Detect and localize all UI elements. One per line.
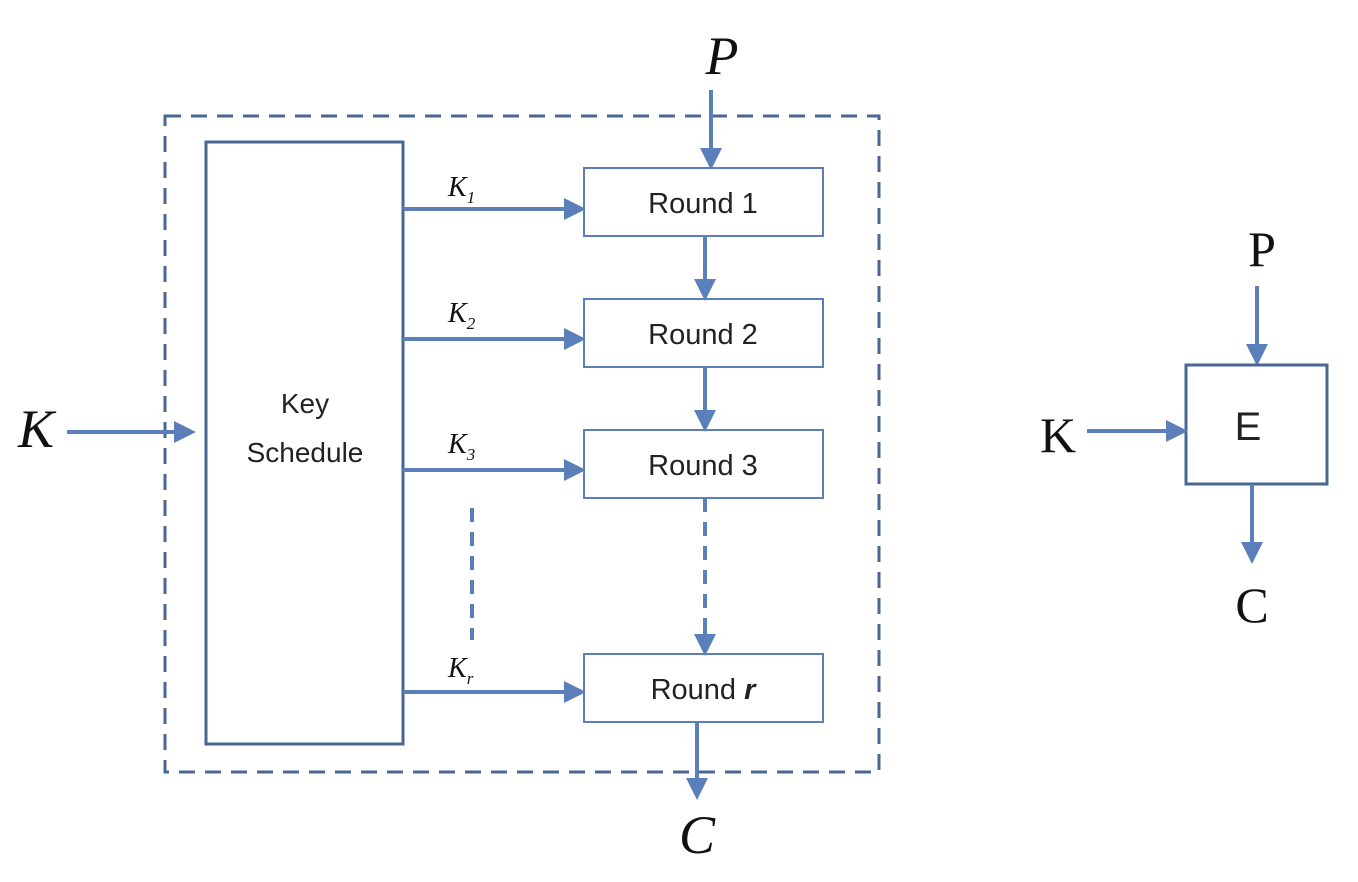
round-key-r-sub: r (467, 669, 474, 688)
left-diagram: P K Key Schedule K1 K2 K3 Kr Round 1 Rou… (17, 26, 881, 865)
right-plaintext-label: P (1248, 221, 1276, 277)
key-schedule-label-line2: Schedule (247, 437, 364, 468)
round-1-box (583, 167, 824, 237)
round-r-text: Round (651, 674, 745, 706)
round-3-box (583, 429, 824, 499)
round-2-box (583, 298, 824, 368)
round-3-label: Round 3 (648, 450, 758, 482)
round-r-label: Round r (651, 674, 758, 706)
round-2-label: Round 2 (648, 319, 758, 351)
right-diagram: P E K C (1040, 221, 1329, 633)
round-key-3-label: K3 (447, 429, 475, 464)
round-key-3-base: K (447, 429, 468, 460)
round-r-box (583, 653, 824, 723)
round-key-2-sub: 2 (467, 314, 476, 333)
round-key-1-sub: 1 (467, 188, 476, 207)
key-schedule-box (204, 140, 405, 746)
plaintext-label: P (705, 26, 739, 86)
round-key-r-base: K (447, 653, 468, 684)
round-key-2-base: K (447, 298, 468, 329)
round-key-3-sub: 3 (466, 445, 476, 464)
encryption-box (1184, 363, 1329, 486)
right-ciphertext-label: C (1235, 577, 1268, 633)
round-key-r-label: Kr (447, 653, 474, 688)
cipher-boundary (163, 114, 881, 774)
round-1-label: Round 1 (648, 188, 758, 220)
ciphertext-label: C (679, 805, 716, 865)
round-key-1-base: K (447, 172, 468, 203)
key-label: K (17, 399, 57, 459)
right-key-label: K (1040, 407, 1076, 463)
round-key-2-label: K2 (447, 298, 476, 333)
round-key-1-label: K1 (447, 172, 475, 207)
round-r-var: r (744, 674, 757, 706)
key-schedule-label-line1: Key (281, 388, 329, 419)
encryption-label: E (1235, 405, 1262, 449)
